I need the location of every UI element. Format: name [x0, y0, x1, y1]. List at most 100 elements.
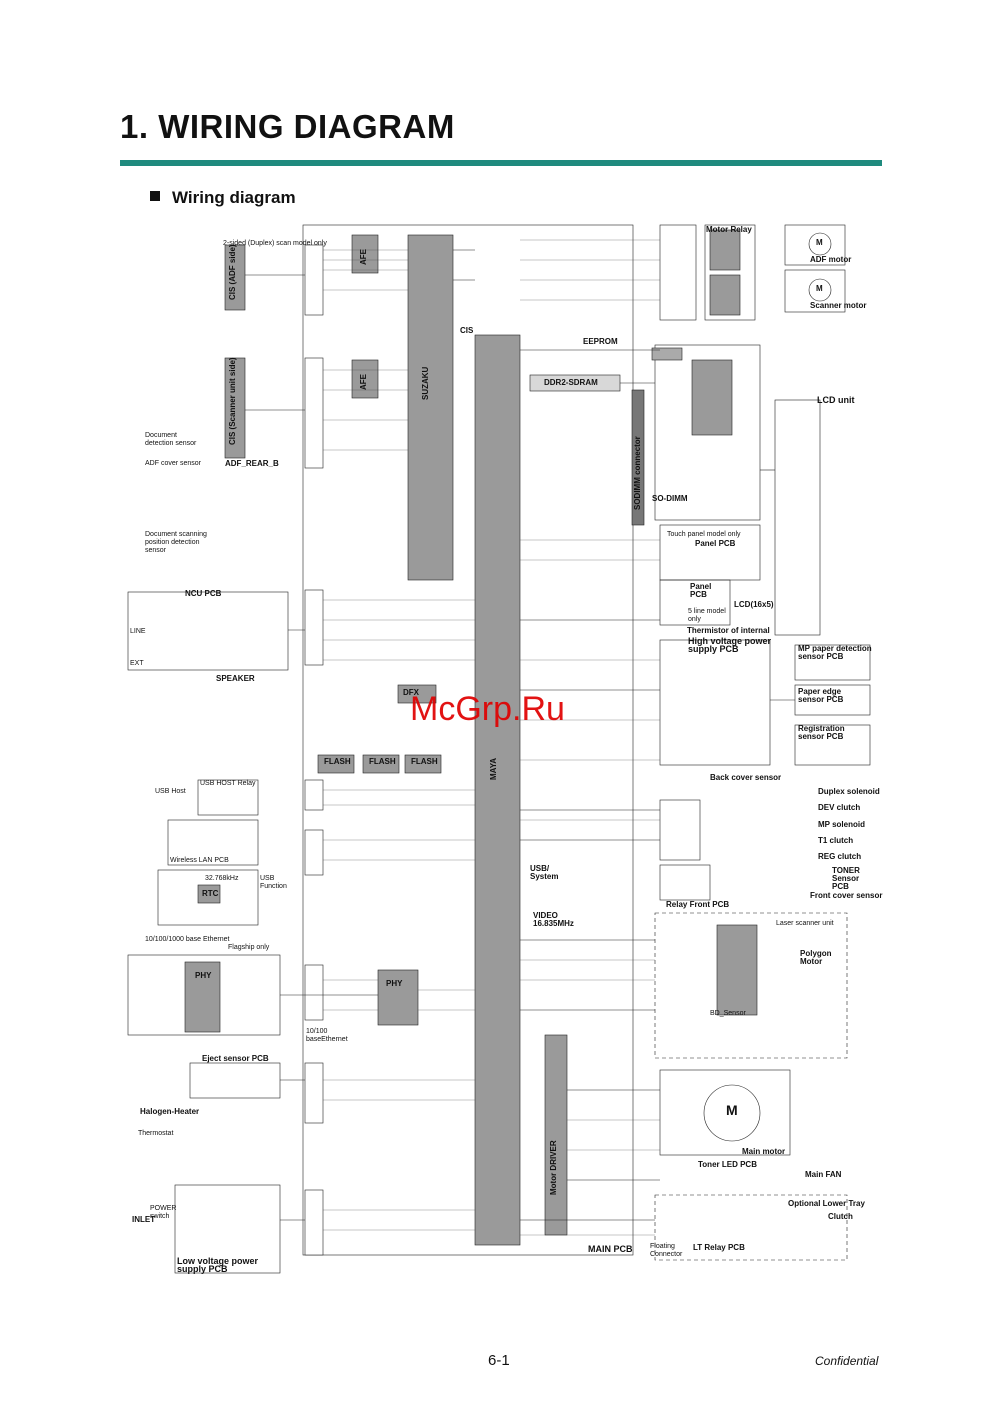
phy-label-center: PHY [386, 979, 403, 988]
watermark: McGrp.Ru [410, 690, 565, 728]
relay-front-pcb-label: Relay Front PCB [666, 900, 730, 909]
lcd-unit-label: LCD unit [817, 395, 855, 405]
touch-panel-note: Touch panel model only [667, 531, 741, 538]
afe-label-top: AFE [359, 249, 368, 265]
power-switch-label: POWER switch [150, 1205, 177, 1220]
adf-motor-label: ADF motor [810, 255, 852, 264]
hv-power-label: High voltage power supply PCB [688, 636, 772, 654]
section-heading: Wiring diagram [150, 188, 296, 208]
flash-label-3: FLASH [411, 757, 438, 766]
panel-pcb-label: Panel PCB [695, 539, 736, 548]
cis-adf-block [224, 244, 246, 311]
video-label: VIDEO 16.835MHz [533, 911, 574, 928]
mp-paper-sensor-label: MP paper detection sensor PCB [798, 644, 872, 661]
paper-edge-sensor-label: Paper edge sensor PCB [798, 687, 844, 704]
flash-label-1: FLASH [324, 757, 351, 766]
flash-label-2: FLASH [369, 757, 396, 766]
suzaku-label: SUZAKU [421, 366, 430, 400]
clutch-label: Clutch [828, 1212, 853, 1221]
wiring-diagram-lines [127, 224, 871, 1274]
maya-label: MAYA [489, 757, 498, 780]
usb-system-label: USB/ System [530, 864, 559, 881]
rtc-label: RTC [202, 889, 219, 898]
motor-driver-label: Motor DRIVER [549, 1140, 558, 1195]
page-number: 6-1 [488, 1352, 510, 1369]
main-fan-label: Main FAN [805, 1170, 842, 1179]
lt-relay-label: LT Relay PCB [693, 1243, 745, 1252]
page-title: 1. WIRING DIAGRAM [120, 108, 455, 145]
doc-scan-pos-label: Document scanning position detection sen… [145, 531, 207, 554]
halogen-heater-label: Halogen-Heater [140, 1107, 200, 1116]
reg-clutch-label: REG clutch [818, 852, 862, 861]
front-cover-sensor-label: Front cover sensor [810, 891, 883, 900]
speaker-label: SPEAKER [216, 674, 255, 683]
dev-clutch-label: DEV clutch [818, 803, 861, 812]
registration-sensor-label: Registration sensor PCB [798, 724, 845, 741]
afe-label-bottom: AFE [359, 374, 368, 390]
usb-host-label: USB Host [155, 788, 186, 795]
phy-chip [377, 969, 419, 1026]
duplex-note: 2-sided (Duplex) scan model only [223, 240, 327, 247]
sodimm-connector [631, 389, 645, 526]
wireless-lan-box [167, 819, 259, 866]
main-pcb-label: MAIN PCB [588, 1244, 633, 1254]
scanner-motor-label: Scanner motor [810, 301, 867, 310]
ncu-pcb-outline [127, 591, 289, 671]
bd-sensor-label: BD_Sensor [710, 1010, 746, 1017]
confidential-label: Confidential [815, 1354, 879, 1368]
eeprom-label: EEPROM [583, 337, 618, 346]
phy-label-left: PHY [195, 971, 212, 980]
ext-label: EXT [130, 660, 144, 667]
cis-adf-label: CIS (ADF side) [228, 244, 237, 300]
usb-host-relay-label: USB HOST Relay [200, 780, 256, 787]
polygon-motor-label: Polygon Motor [800, 949, 832, 966]
duplex-solenoid-label: Duplex solenoid [818, 787, 880, 796]
scanner-motor-icon: M [816, 284, 823, 293]
t1-clutch-label: T1 clutch [818, 836, 854, 845]
lt-relay-outline [654, 1194, 848, 1261]
document-detection-label: Document detection sensor [145, 432, 197, 447]
inlet-label: INLET [132, 1215, 156, 1224]
adf-rear-label: ADF_REAR_B [225, 459, 279, 468]
laser-scanner-label: Laser scanner unit [776, 920, 834, 927]
cis-label: CIS [460, 326, 474, 335]
motor-driver-chip [544, 1034, 568, 1236]
sodimm-connector-label: SODIMM connector [633, 436, 642, 510]
lcd-unit-outline [774, 399, 821, 636]
so-dimm-label: SO-DIMM [652, 494, 688, 503]
thermistor-label: Thermistor of internal [687, 626, 770, 635]
toner-led-label: Toner LED PCB [698, 1160, 757, 1169]
mp-solenoid-label: MP solenoid [818, 820, 865, 829]
cis-scanner-block [224, 357, 246, 459]
floating-connector-label: Floating Connector [650, 1243, 683, 1258]
flagship-only-label: Flagship only [228, 944, 270, 951]
section-heading-text: Wiring diagram [172, 188, 296, 207]
so-dimm-outline [654, 344, 761, 521]
adf-cover-label: ADF cover sensor [145, 460, 202, 467]
dfx-label: DFX [403, 688, 419, 697]
cis-scanner-label: CIS (Scanner unit side) [228, 357, 237, 445]
afe-chip-top [351, 234, 379, 274]
afe-chip-bottom [351, 359, 379, 399]
ddr2-label: DDR2-SDRAM [544, 378, 598, 387]
lv-power-outline [174, 1184, 281, 1274]
lv-power-label: Low voltage power supply PCB [177, 1256, 259, 1274]
usb-function-label: USB Function [260, 875, 287, 890]
adf-motor-icon: M [816, 238, 823, 247]
five-line-note: 5 line model only [688, 608, 726, 623]
lcd-16x5-label: LCD(16x5) [734, 600, 774, 609]
suzaku-chip [407, 234, 454, 581]
xtal-32k-label: 32.768kHz [205, 875, 239, 882]
ncu-pcb-label: NCU PCB [185, 589, 222, 598]
back-cover-sensor-label: Back cover sensor [710, 773, 782, 782]
eth-1000-label: 10/100/1000 base Ethernet [145, 936, 230, 943]
eject-sensor-label: Eject sensor PCB [202, 1054, 269, 1063]
main-motor-label: Main motor [742, 1147, 786, 1156]
toner-sensor-label: TONER Sensor PCB [832, 866, 860, 891]
line-label: LINE [130, 628, 146, 635]
main-motor-icon: M [726, 1102, 738, 1118]
thermostat-label: Thermostat [138, 1130, 174, 1137]
bullet-square-icon [150, 191, 160, 201]
maya-chip [474, 334, 521, 1246]
main-pcb-outline [302, 224, 634, 1256]
